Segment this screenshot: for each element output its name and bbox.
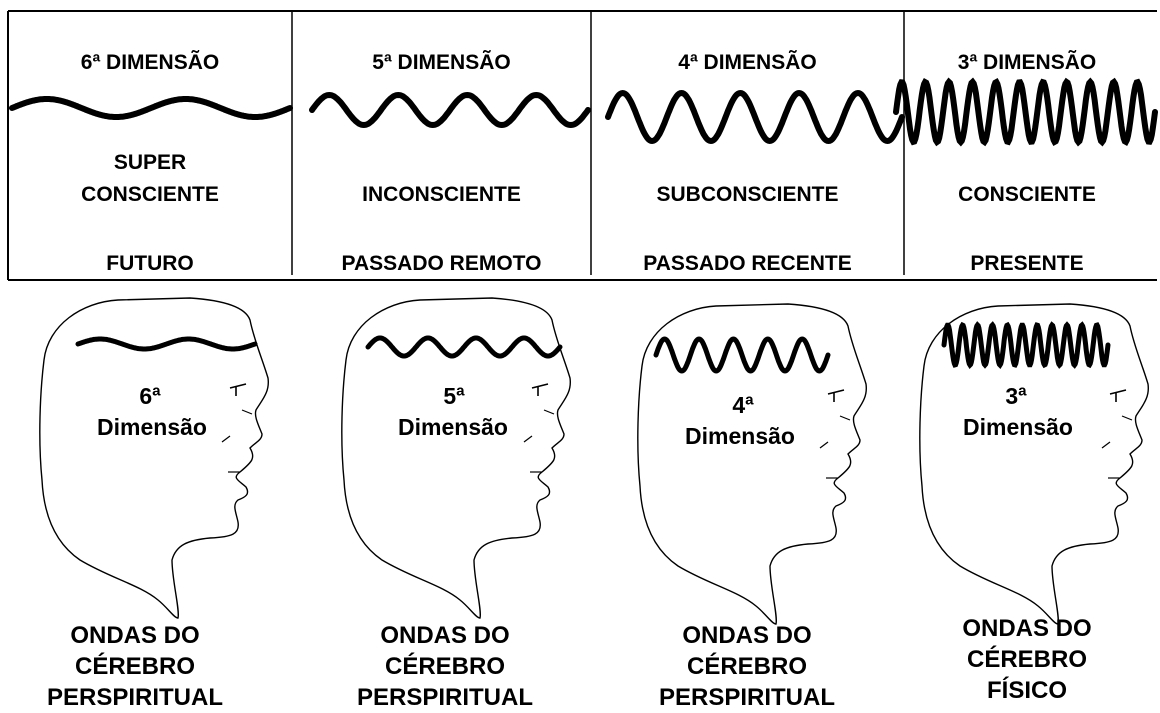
head-6-number: 6ª — [139, 383, 161, 409]
head-3-word: Dimensão — [963, 414, 1073, 440]
passado-remoto-label: PASSADO REMOTO — [341, 252, 542, 275]
caption-3-line2: CÉREBRO — [966, 646, 1087, 673]
inconsciente-label: INCONSCIENTE — [362, 183, 521, 206]
dimension-5-heading: 5ª DIMENSÃO — [372, 51, 511, 74]
caption-6-line3: PERSPIRITUAL — [46, 684, 223, 711]
caption-4-line3: PERSPIRITUAL — [658, 684, 835, 711]
super-label: SUPER — [113, 151, 187, 174]
head-4-word: Dimensão — [685, 423, 795, 449]
head-wave-4 — [653, 336, 831, 374]
head-6-word: Dimensão — [97, 414, 207, 440]
caption-4-line2: CÉREBRO — [686, 653, 807, 680]
wave-5th-dimension — [309, 91, 591, 129]
wave-6th-dimension — [9, 96, 293, 120]
head-wave-3 — [941, 321, 1111, 369]
caption-3-line3: FÍSICO — [986, 677, 1067, 704]
caption-4-line1: ONDAS DO — [682, 622, 812, 649]
wave-3rd-dimension — [893, 77, 1158, 147]
dimension-3-heading: 3ª DIMENSÃO — [957, 51, 1097, 74]
head-3-number: 3ª — [1005, 383, 1027, 409]
head-wave-5 — [365, 335, 563, 359]
dimension-4-heading: 4ª DIMENSÃO — [678, 51, 817, 74]
subconsciente-label: SUBCONSCIENTE — [656, 183, 839, 206]
caption-3-line1: ONDAS DO — [962, 615, 1092, 642]
caption-6-line1: ONDAS DO — [70, 622, 200, 649]
futuro-label: FUTURO — [106, 252, 194, 275]
head-5-word: Dimensão — [398, 414, 508, 440]
caption-5-line2: CÉREBRO — [384, 653, 505, 680]
superconsciente-label: CONSCIENTE — [81, 183, 219, 206]
head-4-number: 4ª — [732, 392, 754, 418]
caption-5-line3: PERSPIRITUAL — [356, 684, 533, 711]
head-5-number: 5ª — [443, 383, 465, 409]
presente-label: PRESENTE — [970, 252, 1084, 275]
caption-5-line1: ONDAS DO — [380, 622, 510, 649]
dimension-6-heading: 6ª DIMENSÃO — [80, 51, 220, 74]
caption-6-line2: CÉREBRO — [74, 653, 195, 680]
passado-recente-label: PASSADO RECENTE — [643, 252, 852, 275]
consciente-label: CONSCIENTE — [958, 183, 1096, 206]
wave-4th-dimension — [605, 89, 905, 145]
head-wave-6 — [75, 336, 258, 352]
